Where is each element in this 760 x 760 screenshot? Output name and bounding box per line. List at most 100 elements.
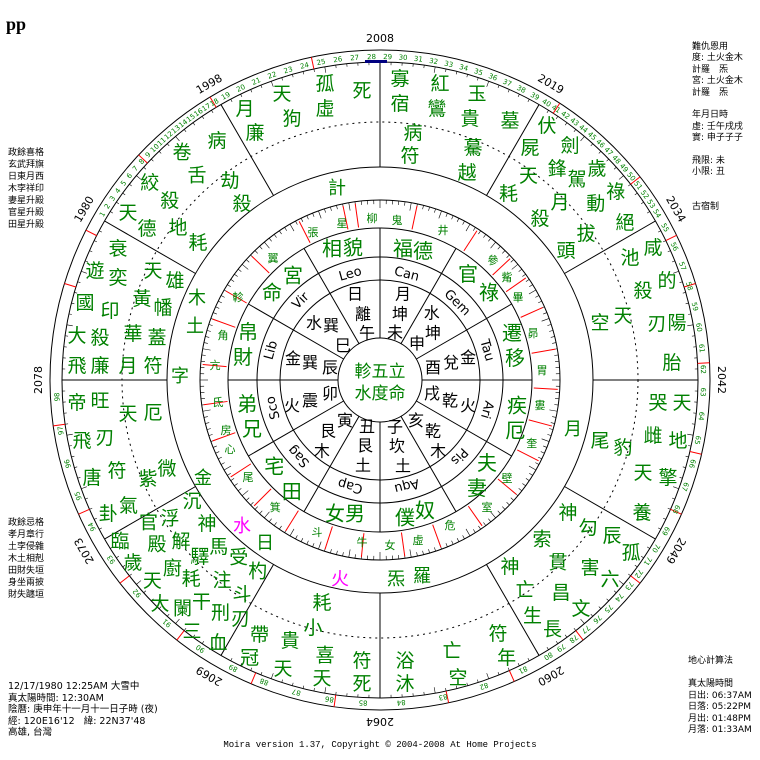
lunar-mansion-label: 畢 <box>513 291 524 304</box>
degree-tick <box>151 158 154 162</box>
mansion-tick <box>215 451 220 454</box>
degree-ticks <box>53 57 710 707</box>
degree-tick <box>281 77 283 81</box>
age-number: 89 <box>228 662 240 673</box>
mansion-boundary-marker <box>533 387 558 390</box>
left-bottom-notes: 政餘忌格孝月章行土孛侵雜木土相剋田財失垣身坐兩披財失躔垣 <box>8 517 44 601</box>
pattern-note: 孝月章行 <box>8 530 45 540</box>
star-name-char: 馬 <box>209 536 228 558</box>
degree-tick <box>606 158 609 162</box>
planet-glyph: 炁 <box>387 569 405 590</box>
mansion-tick <box>497 246 501 250</box>
mansion-tick <box>215 306 220 309</box>
house-name-char: 帛 <box>238 320 258 344</box>
branch-trigram-char: 酉 <box>425 358 441 377</box>
mansion-tick <box>483 522 487 526</box>
star-name-char: 符 <box>107 460 126 482</box>
mansion-tick <box>510 259 514 263</box>
star-name-char: 浮 <box>160 508 179 530</box>
house-name-char: 移 <box>505 346 525 370</box>
branch-trigram-char: 未 <box>387 323 403 342</box>
degree-tick <box>74 466 78 468</box>
info-line: 年月日時 <box>692 110 729 121</box>
planet-glyph: 羅 <box>413 566 431 587</box>
star-name-char: 黃 <box>132 288 151 310</box>
mansion-tick <box>543 445 548 448</box>
mansion-tick <box>497 510 501 514</box>
degree-tick <box>313 688 315 692</box>
mansion-tick <box>259 510 263 514</box>
star-name-char: 刑 <box>211 602 230 624</box>
mansion-tick <box>241 490 249 496</box>
star-name-char: 地 <box>168 217 187 239</box>
year-label: 2069 <box>194 663 225 688</box>
sector-divider <box>220 564 274 656</box>
mansion-tick <box>202 348 211 351</box>
house-name-char: 遷 <box>502 321 522 345</box>
star-name-char: 伏 <box>537 115 556 137</box>
degree-tick <box>662 240 666 243</box>
mansion-tick <box>273 234 277 238</box>
info-line <box>688 668 752 680</box>
info-line: 真太陽時間 <box>688 679 734 689</box>
mansion-tick <box>445 212 448 217</box>
mansion-tick <box>547 434 552 436</box>
age-number: 88 <box>259 676 270 687</box>
age-number: 34 <box>458 63 469 73</box>
house-name-char: 財 <box>233 345 253 369</box>
house-name-char: 福 <box>393 237 413 261</box>
star-name-char: 貴 <box>460 108 479 130</box>
age-number: 38 <box>515 84 527 95</box>
pattern-note: 日東月西 <box>8 172 45 182</box>
age-number: 97 <box>56 425 65 435</box>
age-number: 96 <box>63 458 73 469</box>
mansion-tick <box>212 445 217 448</box>
zodiac-sign-label: Tau <box>476 337 497 363</box>
mansion-tick <box>511 264 519 270</box>
star-name-char: 天 <box>633 462 652 484</box>
age-number: 39 <box>529 91 541 102</box>
mansion-tick <box>237 488 242 492</box>
mansion-tick <box>510 497 514 501</box>
degree-tick <box>85 497 89 500</box>
planet-glyph: 土 <box>186 316 204 337</box>
degree-tick <box>486 81 490 87</box>
info-line: 計羅 炁 <box>692 64 729 75</box>
star-name-char: 文 <box>572 598 591 620</box>
degree-tick <box>682 292 686 294</box>
star-name-char: 擎 <box>658 467 677 489</box>
mansion-tick <box>451 540 454 545</box>
mansion-boundary-marker <box>342 205 349 230</box>
age-number: 10 <box>149 142 161 154</box>
age-ring-marker <box>78 508 90 515</box>
degree-tick <box>640 201 644 205</box>
star-name-char: 大 <box>150 593 169 615</box>
age-number: 68 <box>671 503 682 514</box>
age-number: 67 <box>680 481 690 492</box>
star-name-char: 刃 <box>231 608 250 630</box>
star-name-char: 臨 <box>110 531 129 553</box>
degree-tick <box>270 81 274 87</box>
degree-tick <box>688 313 692 315</box>
mansion-tick <box>462 220 465 225</box>
star-name-char: 害 <box>580 557 599 579</box>
age-ring-marker <box>665 234 677 242</box>
degree-tick <box>81 486 87 490</box>
mansion-tick <box>404 201 406 206</box>
degree-tick <box>89 507 93 510</box>
star-name-char: 遊 <box>85 260 104 282</box>
star-name-char: 屍 <box>520 137 539 159</box>
house-name-char: 弟 <box>237 392 257 416</box>
mansion-tick <box>230 478 235 481</box>
star-name-char: 刃 <box>647 313 666 335</box>
age-number: 65 <box>693 435 703 445</box>
age-number: 13 <box>170 124 182 136</box>
mansion-boundary-marker <box>251 255 270 274</box>
lunar-mansion-label: 觜 <box>502 270 513 284</box>
mansion-boundary-marker <box>497 478 517 495</box>
pattern-note: 政餘喜格 <box>8 148 45 158</box>
mansion-tick <box>409 202 412 211</box>
mansion-tick <box>289 223 295 232</box>
degree-tick <box>74 292 78 294</box>
mansion-boundary-marker <box>324 526 333 550</box>
